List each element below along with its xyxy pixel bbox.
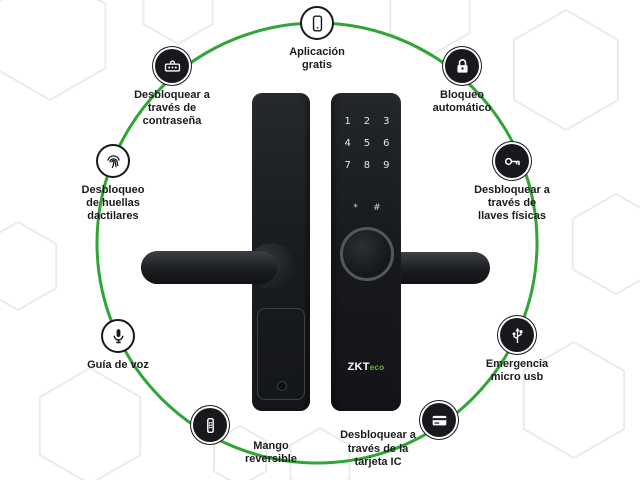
- feature-label: Desbloquear a través de contraseña: [134, 89, 210, 128]
- password-icon: [155, 49, 189, 83]
- feature-ic-card: Desbloquear a través de la tarjeta IC: [326, 403, 458, 471]
- hexagon-decoration: [513, 8, 619, 132]
- keypad-digit: 5: [363, 138, 371, 149]
- feature-label: Desbloquear a través de llaves físicas: [474, 184, 550, 223]
- smartphone-icon: [300, 6, 334, 40]
- keypad-digit: 8: [363, 160, 371, 171]
- reversible-handle-icon: [193, 408, 227, 442]
- feature-fingerprint-unlock: Desbloqueo de huellas dactilares: [63, 144, 163, 224]
- feature-reversible-handle: Mango reversible: [193, 408, 313, 468]
- ic-card-icon: [422, 403, 456, 437]
- key-icon: [495, 144, 529, 178]
- feature-voice-guide: Guía de voz: [68, 319, 168, 372]
- keypad-digit: 7: [344, 160, 351, 171]
- hexagon-decoration: [389, 0, 471, 58]
- fingerprint-knob: [340, 227, 394, 281]
- hexagon-decoration: [289, 426, 351, 480]
- feature-label: Bloqueo automático: [432, 89, 492, 115]
- brand-logo-text: ZKT: [347, 361, 370, 373]
- feature-label: Desbloqueo de huellas dactilares: [81, 184, 145, 223]
- keypad-digit: 4: [344, 138, 351, 149]
- hexagon-decoration: [522, 340, 626, 460]
- feature-free-app: Aplicación gratis: [269, 6, 365, 72]
- feature-password-unlock: Desbloquear a través de contraseña: [120, 49, 224, 129]
- feature-label: Emergencia micro usb: [485, 358, 549, 384]
- micro-usb-icon: [500, 318, 534, 352]
- keypad-symbol: #: [373, 203, 381, 213]
- feature-label: Desbloquear a través de la tarjeta IC: [340, 429, 416, 468]
- keypad-digits: 1 2 3 4 5 6 7 8 9: [338, 116, 396, 171]
- keypad-digit: 9: [383, 160, 390, 171]
- battery-cover: [257, 308, 305, 400]
- keypad-digit: 3: [383, 116, 390, 127]
- lock-handle-right: [385, 252, 490, 284]
- hexagon-decoration: [571, 192, 640, 296]
- lock-handle-left-bar: [141, 251, 277, 284]
- screw-hole: [277, 381, 287, 391]
- padlock-icon: [445, 49, 479, 83]
- hexagon-decoration: [0, 0, 107, 102]
- fingerprint-icon: [96, 144, 130, 178]
- hexagon-decoration: [0, 220, 58, 312]
- keypad-digit: 6: [383, 138, 390, 149]
- feature-usb-emergency: Emergencia micro usb: [467, 318, 567, 384]
- microphone-icon: [101, 319, 135, 353]
- feature-label: Aplicación gratis: [289, 46, 345, 72]
- keypad-digit: 1: [344, 116, 351, 127]
- brand-logo: ZKTeco: [331, 361, 401, 373]
- feature-auto-lock: Bloqueo automático: [414, 49, 510, 115]
- feature-label: Guía de voz: [87, 359, 149, 371]
- feature-label: Mango reversible: [245, 439, 297, 465]
- hexagon-decoration: [38, 366, 142, 480]
- feature-physical-keys: Desbloquear a través de llaves físicas: [460, 144, 564, 224]
- brand-logo-suffix: eco: [369, 363, 385, 372]
- hexagon-decoration: [142, 0, 214, 46]
- keypad-digit: 2: [363, 116, 371, 127]
- keypad-symbol: *: [353, 203, 358, 213]
- keypad-symbols: *#: [338, 203, 396, 213]
